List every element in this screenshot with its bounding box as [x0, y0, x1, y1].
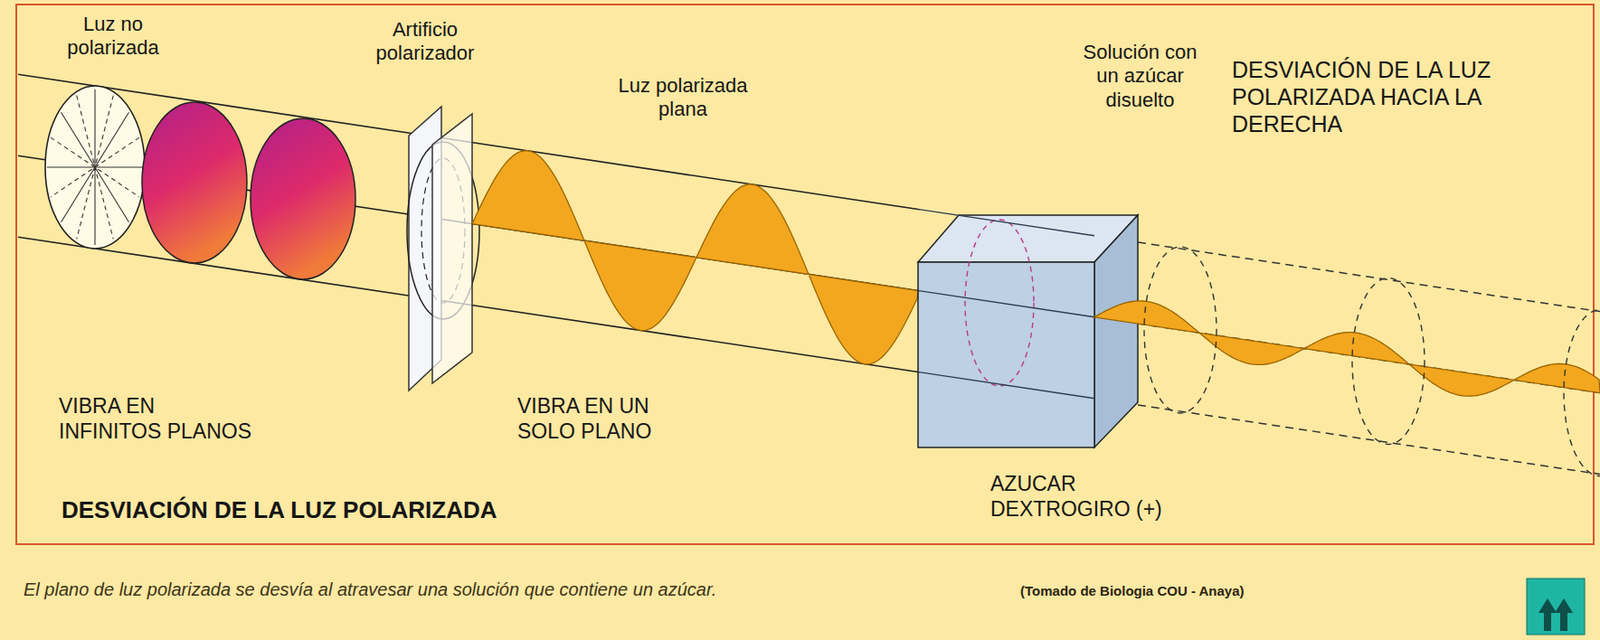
label: VIBRA EN UN SOLO PLANO: [517, 394, 707, 445]
rotation-rings: [1144, 246, 1600, 477]
light-disc: [250, 118, 356, 280]
rotated-wave: [1094, 301, 1600, 397]
label: Artificio polarizador: [357, 18, 493, 67]
label: DESVIACIÓN DE LA LUZ POLARIZADA HACIA LA…: [1231, 56, 1544, 138]
label: Solución con un azúcar disuelto: [1074, 40, 1206, 113]
label: (Tomado de Biologia COU - Anaya): [1020, 583, 1245, 600]
title: DESVIACIÓN DE LA LUZ POLARIZADA: [61, 496, 497, 525]
polarizer: [407, 106, 480, 391]
label: Luz polarizada plana: [605, 74, 760, 123]
frame: [16, 4, 1594, 545]
top-button: [1526, 578, 1585, 635]
light-disc: [142, 102, 247, 264]
solution-cube: [918, 209, 1138, 449]
unpolarized-light: [45, 85, 145, 249]
caption: El plano de luz polarizada se desvía al …: [23, 578, 717, 601]
label: VIBRA EN INFINITOS PLANOS: [58, 394, 259, 445]
label: AZUCAR DEXTROGIRO (+): [990, 472, 1170, 522]
label: Luz no polarizada: [45, 12, 181, 61]
polarized-wave: [472, 151, 919, 365]
